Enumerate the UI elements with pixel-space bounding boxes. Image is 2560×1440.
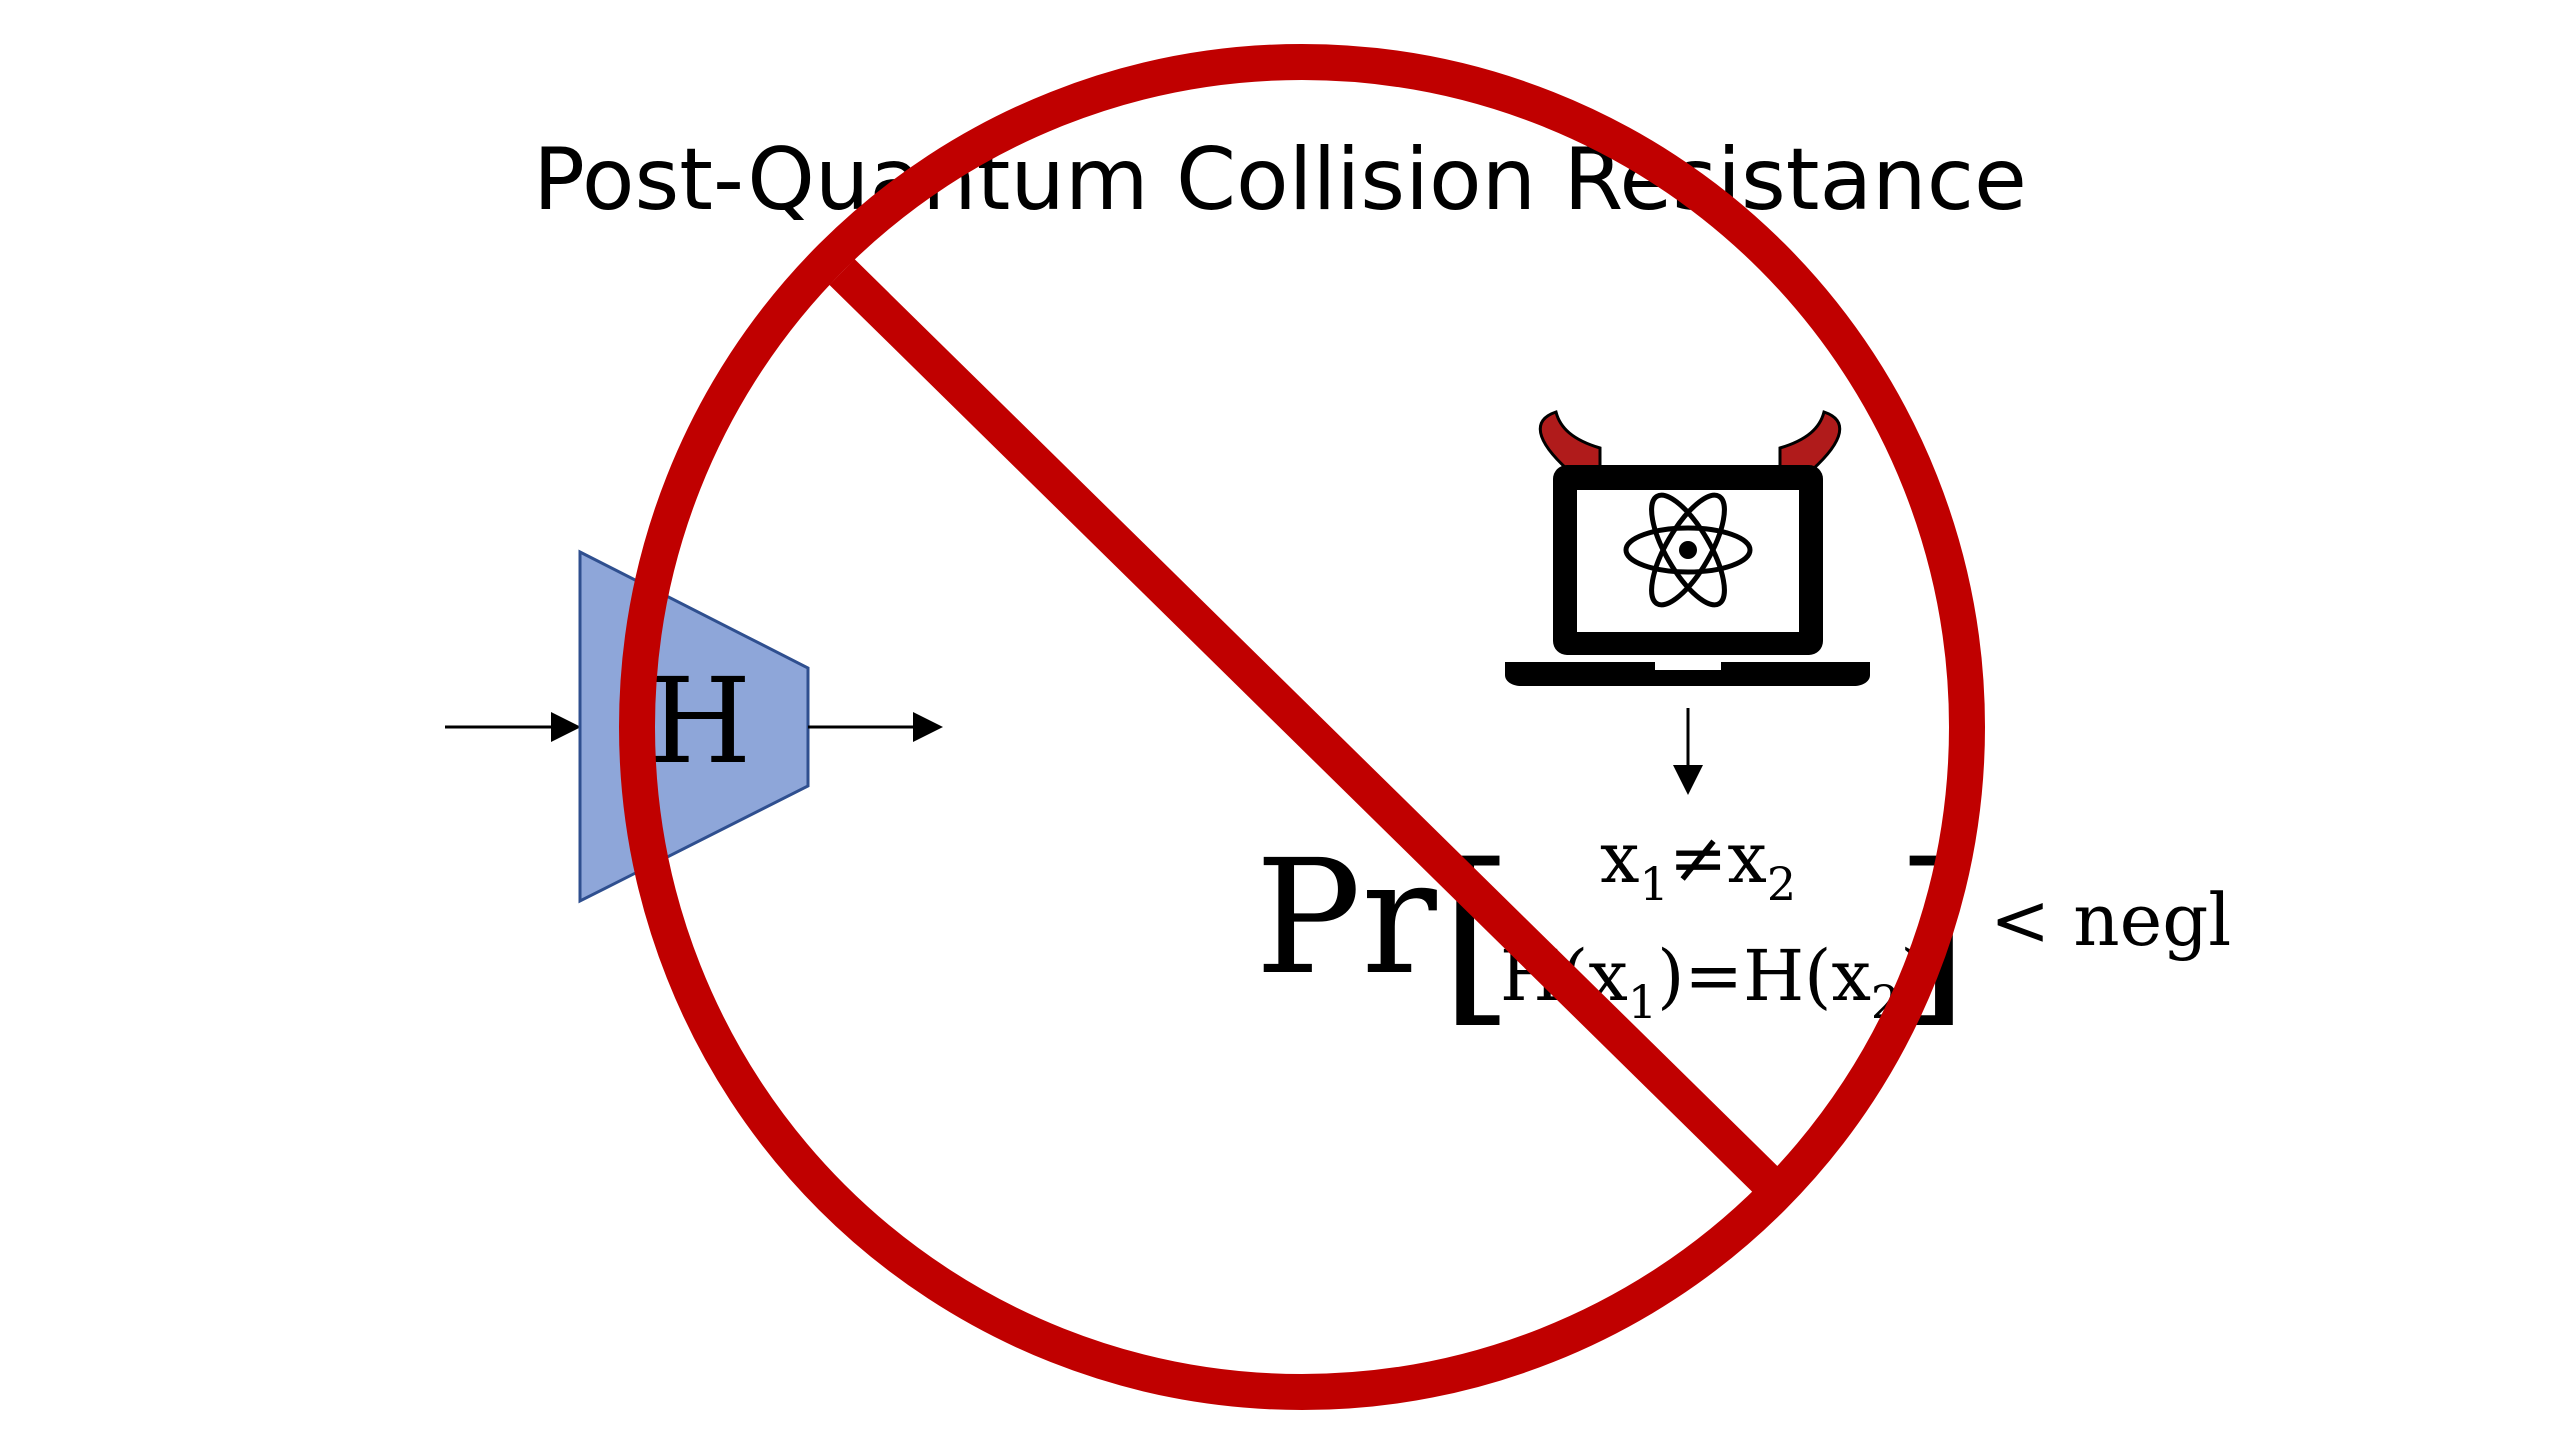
- right-horn-icon: [1778, 410, 1842, 472]
- condition-distinct: x1≠x2: [1600, 817, 1796, 911]
- laptop-base: [1505, 662, 1870, 686]
- hash-function-diagram: H: [445, 549, 943, 904]
- left-horn-icon: [1538, 410, 1602, 472]
- hash-label: H: [649, 652, 752, 790]
- collision-probability-formula: Pr [ x1≠x2 H(x1)=H(x2) ] < negl: [1255, 817, 2231, 1045]
- slide-title: Post-Quantum Collision Resistance: [533, 130, 2027, 230]
- prob-symbol: Pr: [1255, 826, 1437, 1010]
- devil-laptop-atom-icon: [1505, 410, 1870, 686]
- negligible-bound: < negl: [1990, 878, 2231, 962]
- prohibition-icon: [619, 44, 1985, 1410]
- atom-icon: [1623, 492, 1753, 608]
